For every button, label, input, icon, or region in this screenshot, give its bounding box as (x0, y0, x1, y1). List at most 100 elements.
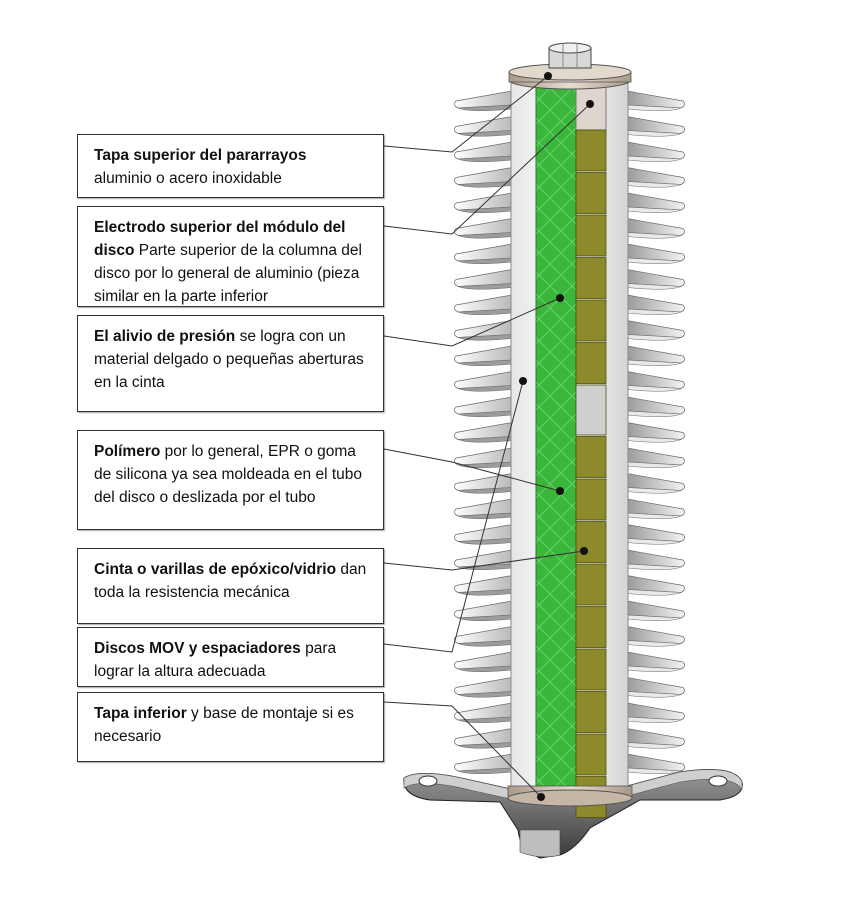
leader-dot (519, 377, 527, 385)
callout-text: Parte superior de la columna del disco p… (94, 242, 362, 305)
mov-disc (575, 691, 607, 733)
top-cap (508, 42, 632, 90)
shed-right (626, 447, 685, 468)
callout-bold: Tapa superior del pararrayos (94, 147, 307, 164)
shed-right (626, 345, 685, 366)
leader-dot (586, 100, 594, 108)
shed-right (626, 294, 685, 315)
leader-dot (556, 294, 564, 302)
shed-left (454, 473, 513, 494)
shed-left (454, 396, 513, 417)
shed-left (454, 218, 513, 239)
shed-right (626, 320, 685, 341)
shed-right (626, 116, 685, 137)
callout-text: y base de montaje si es necesario (94, 705, 354, 745)
shed-right (626, 651, 685, 672)
shed-right (626, 422, 685, 443)
leader-line (383, 550, 585, 571)
callout-cinta-varillas: Cinta o varillas de epóxico/vidrio dan t… (77, 548, 384, 624)
shed-right (626, 141, 685, 162)
shed-right (626, 498, 685, 519)
callout-text: por lo general, EPR o goma de silicona y… (94, 443, 362, 506)
shed-right (626, 243, 685, 264)
leader-line (383, 380, 524, 653)
mov-disc (575, 257, 607, 299)
mov-disc (575, 733, 607, 776)
shed-left (454, 651, 513, 672)
shed-left (454, 422, 513, 443)
leader-line (383, 103, 591, 235)
shed-right (626, 396, 685, 417)
callout-bold: Polímero (94, 443, 161, 460)
shed-left (454, 320, 513, 341)
mov-disc-column (575, 83, 607, 818)
shed-right (626, 473, 685, 494)
shed-left (454, 447, 513, 468)
shed-left (454, 269, 513, 290)
shed-right (626, 702, 685, 723)
shed-left (454, 677, 513, 698)
leader-line (383, 701, 542, 798)
mov-disc (575, 521, 607, 563)
shed-left (454, 600, 513, 621)
callout-discos-mov: Discos MOV y espaciadores para lograr la… (77, 627, 384, 687)
mov-disc (575, 342, 607, 384)
callout-bold: Discos MOV y espaciadores (94, 640, 301, 657)
callout-tapa-superior: Tapa superior del pararrayos aluminio o … (77, 134, 384, 198)
shed-right (626, 192, 685, 213)
leader-dot (537, 793, 545, 801)
mov-disc (575, 648, 607, 691)
shed-left (454, 575, 513, 596)
shed-left (454, 141, 513, 162)
bottom-cap (507, 785, 633, 807)
callout-electrodo-superior: Electrodo superior del módulo del disco … (77, 206, 384, 307)
shed-right (626, 677, 685, 698)
shed-left (454, 116, 513, 137)
fiberglass-wrap (535, 83, 577, 797)
callout-text: se logra con un material delgado o peque… (94, 328, 364, 391)
leader-line (383, 75, 549, 153)
callout-polimero: Polímero por lo general, EPR o goma de s… (77, 430, 384, 530)
callout-tapa-inferior: Tapa inferior y base de montaje si es ne… (77, 692, 384, 762)
callout-bold: Tapa inferior (94, 705, 187, 722)
shed-left (454, 345, 513, 366)
shed-right (626, 371, 685, 392)
callout-bold: Electrodo superior del módulo del disco (94, 219, 346, 259)
shed-left (454, 371, 513, 392)
shed-left (454, 294, 513, 315)
shed-left (454, 243, 513, 264)
shed-right (626, 753, 685, 774)
leader-dot (544, 72, 552, 80)
mov-disc (575, 478, 607, 521)
shed-left (454, 728, 513, 749)
mov-disc (575, 129, 607, 172)
shed-right (626, 575, 685, 596)
shed-right (626, 167, 685, 188)
shed-left (454, 753, 513, 774)
spacer-block (575, 384, 607, 436)
mov-disc (575, 214, 607, 257)
callout-bold: El alivio de presión (94, 328, 236, 345)
shed-left (454, 702, 513, 723)
mov-disc (575, 299, 607, 342)
shed-right (626, 728, 685, 749)
shed-right (626, 90, 685, 111)
callout-text: para lograr la altura adecuada (94, 640, 337, 680)
mov-disc (575, 606, 607, 648)
callout-text: aluminio o acero inoxidable (94, 170, 282, 187)
shed-right (626, 218, 685, 239)
shed-right (626, 626, 685, 647)
shed-right (626, 269, 685, 290)
weathersheds (454, 90, 685, 774)
mov-disc (575, 436, 607, 478)
mounting-base (403, 769, 743, 859)
callout-alivio-presion: El alivio de presión se logra con un mat… (77, 315, 384, 412)
shed-right (626, 524, 685, 545)
leader-line (383, 448, 561, 492)
shed-left (454, 498, 513, 519)
mov-disc (575, 563, 607, 606)
leader-dot (580, 547, 588, 555)
callout-text: dan toda la resistencia mecánica (94, 561, 367, 601)
callout-bold: Cinta o varillas de epóxico/vidrio (94, 561, 337, 578)
